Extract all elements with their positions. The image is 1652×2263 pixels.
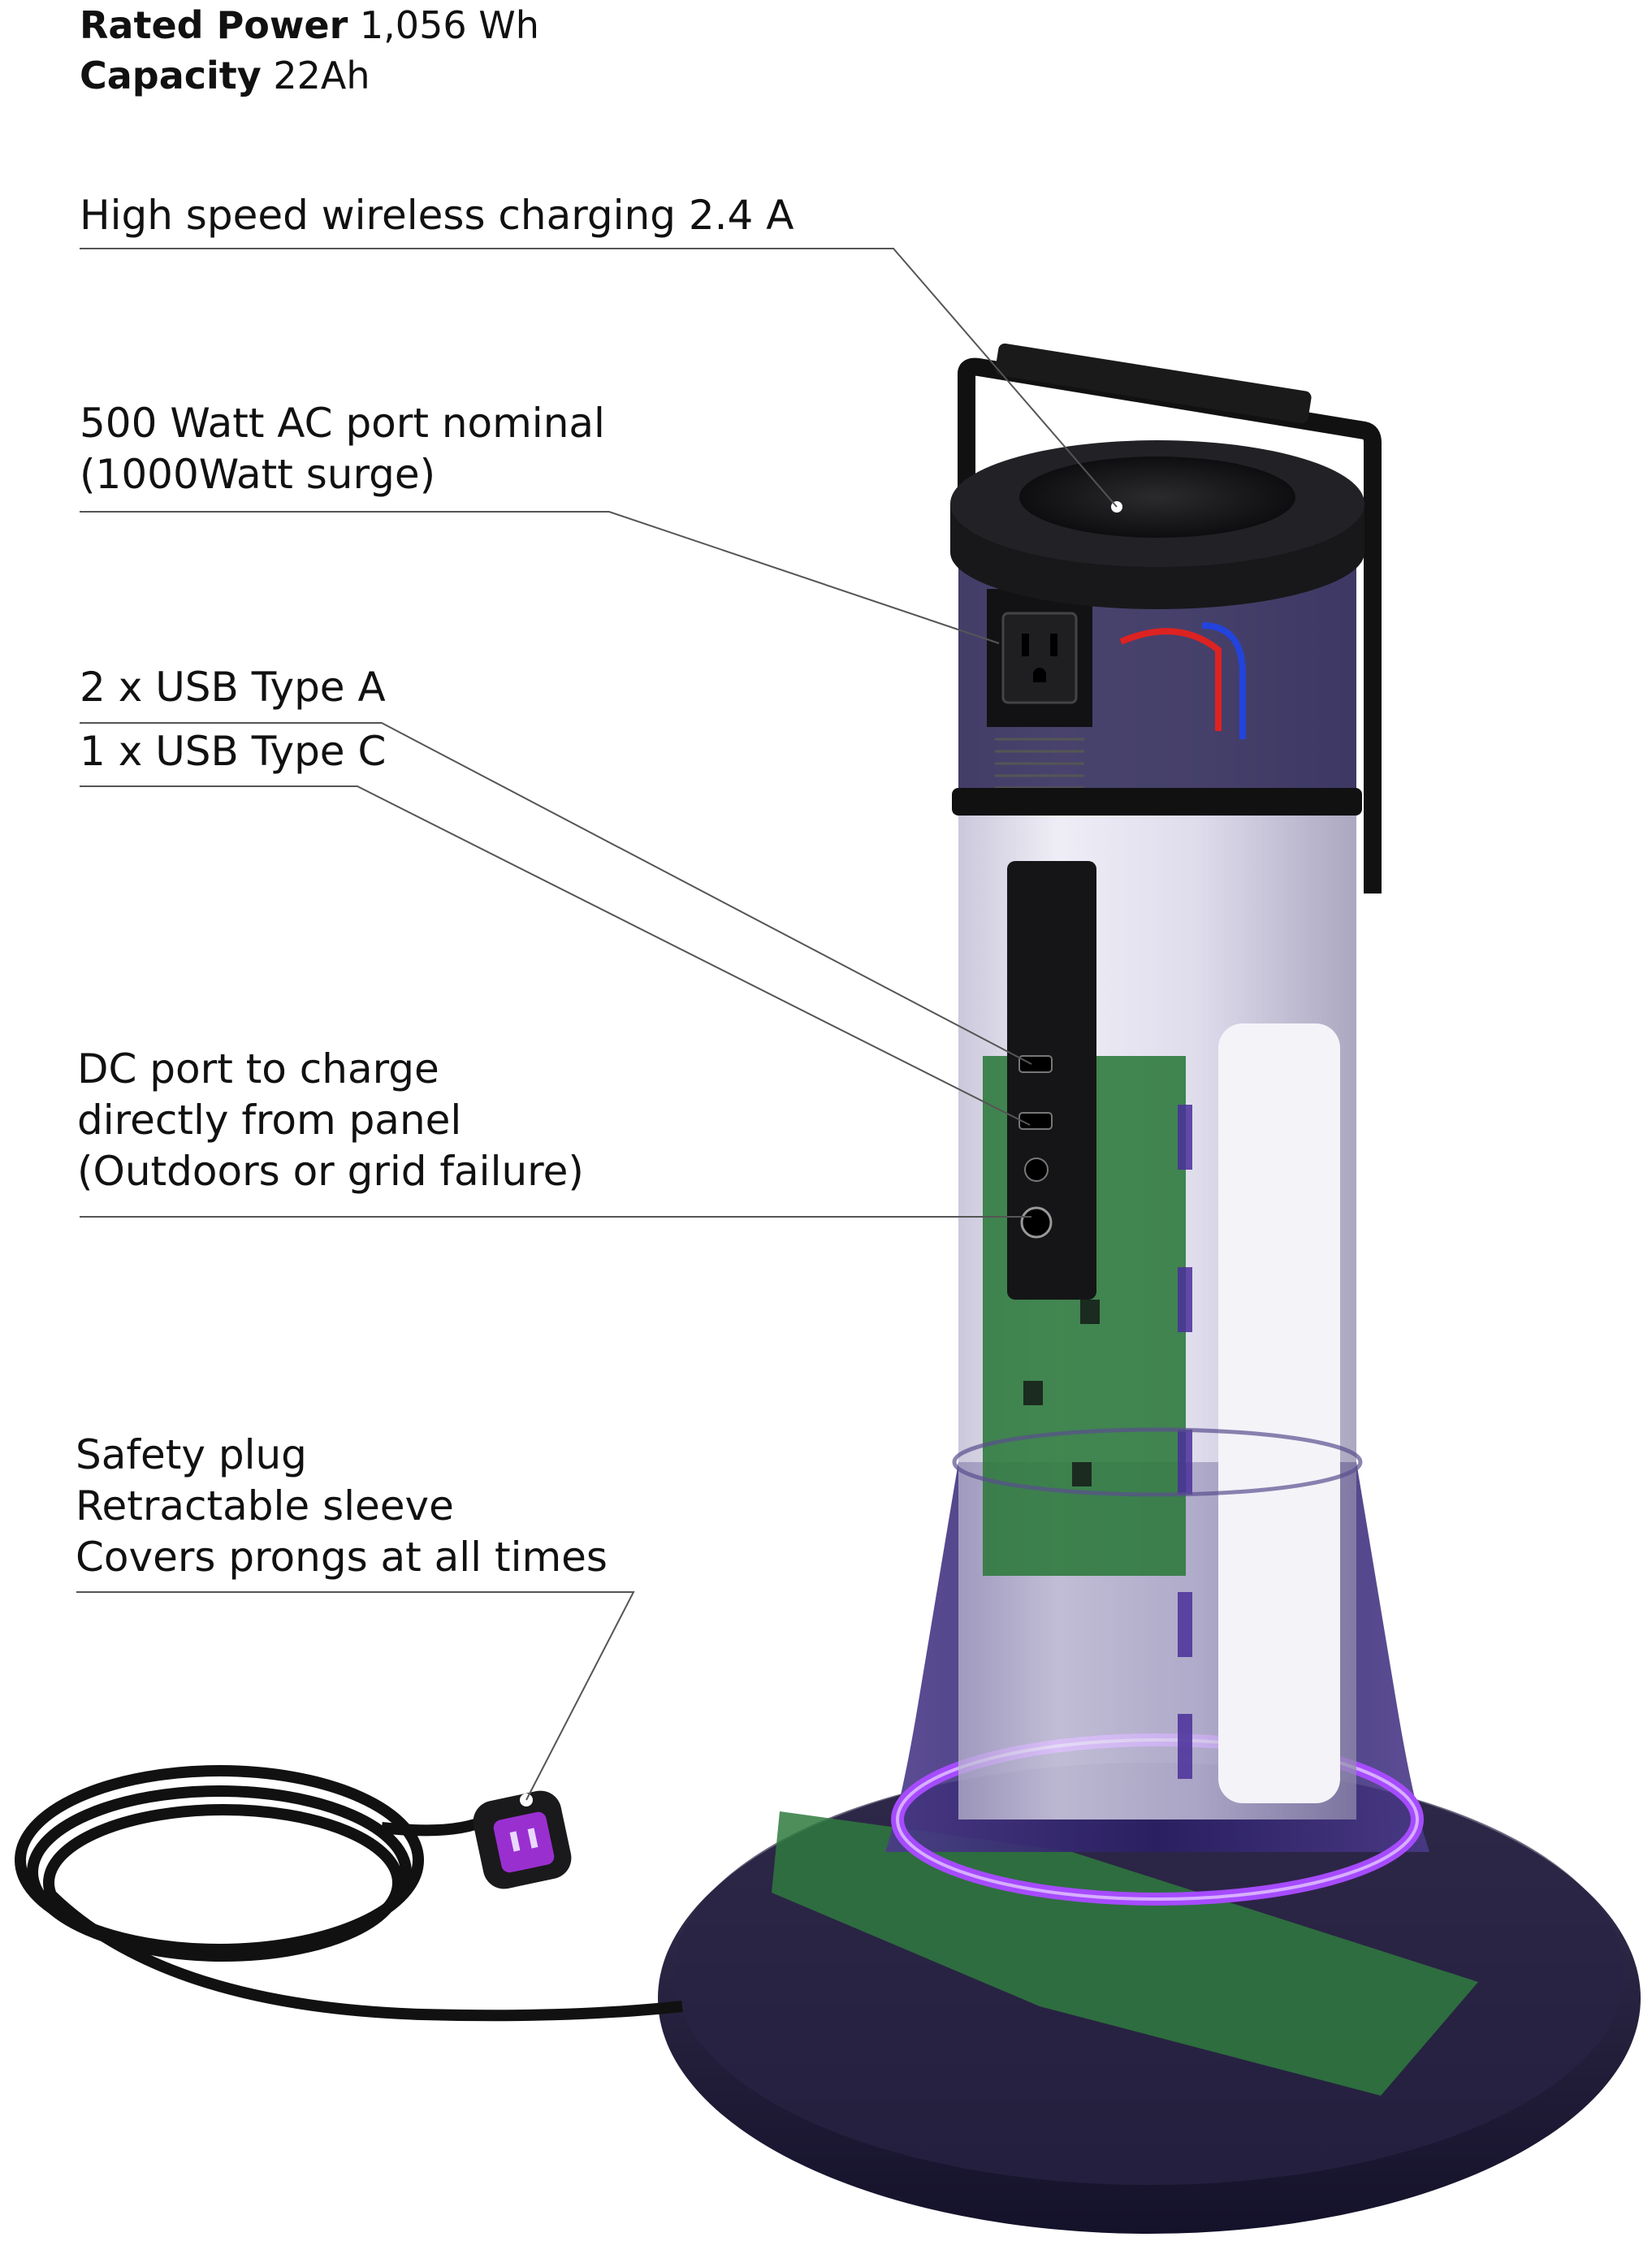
- usb-c-port: [1024, 1157, 1049, 1182]
- capacity-value: 22Ah: [261, 54, 370, 97]
- usb-a-port-2: [1018, 1112, 1053, 1130]
- control-panel: [1007, 861, 1096, 1300]
- safety-plug: [473, 1790, 572, 1889]
- safety-plug-label: Safety plug Retractable sleeve Covers pr…: [76, 1431, 608, 1581]
- usb-a-leader: [80, 722, 1032, 1065]
- dc-port: [1020, 1206, 1053, 1239]
- callout-leader-lines: [76, 248, 1118, 1801]
- wireless-pad-icon: [1019, 456, 1295, 538]
- mid-band: [952, 788, 1362, 816]
- usb-a-label: 2 x USB Type A: [80, 664, 386, 711]
- usb-c-leader: [80, 785, 1031, 1126]
- safety-plug-leader: [76, 1591, 635, 1801]
- capacity-label: Capacity: [80, 54, 262, 97]
- usb-c-label: 1 x USB Type C: [80, 728, 387, 775]
- wireless-charging-label: High speed wireless charging 2.4 A: [80, 192, 794, 239]
- base-pcb: [772, 1811, 1478, 2096]
- wireless-leader: [80, 248, 1118, 508]
- battery-cell: [1218, 1023, 1340, 1803]
- ac-port-leader: [80, 511, 1000, 644]
- rated-power-label: Rated Power: [80, 3, 348, 47]
- rated-power-value: 1,056 Wh: [348, 3, 539, 47]
- rated-power-spec: Rated Power 1,056 Wh: [80, 0, 539, 50]
- power-cable: [15, 1765, 683, 2022]
- usb-a-port-1: [1018, 1055, 1053, 1073]
- dc-port-label: DC port to charge directly from panel (O…: [77, 1045, 584, 1195]
- ac-port-label: 500 Watt AC port nominal (1000Watt surge…: [80, 400, 605, 498]
- capacity-spec: Capacity 22Ah: [80, 50, 370, 101]
